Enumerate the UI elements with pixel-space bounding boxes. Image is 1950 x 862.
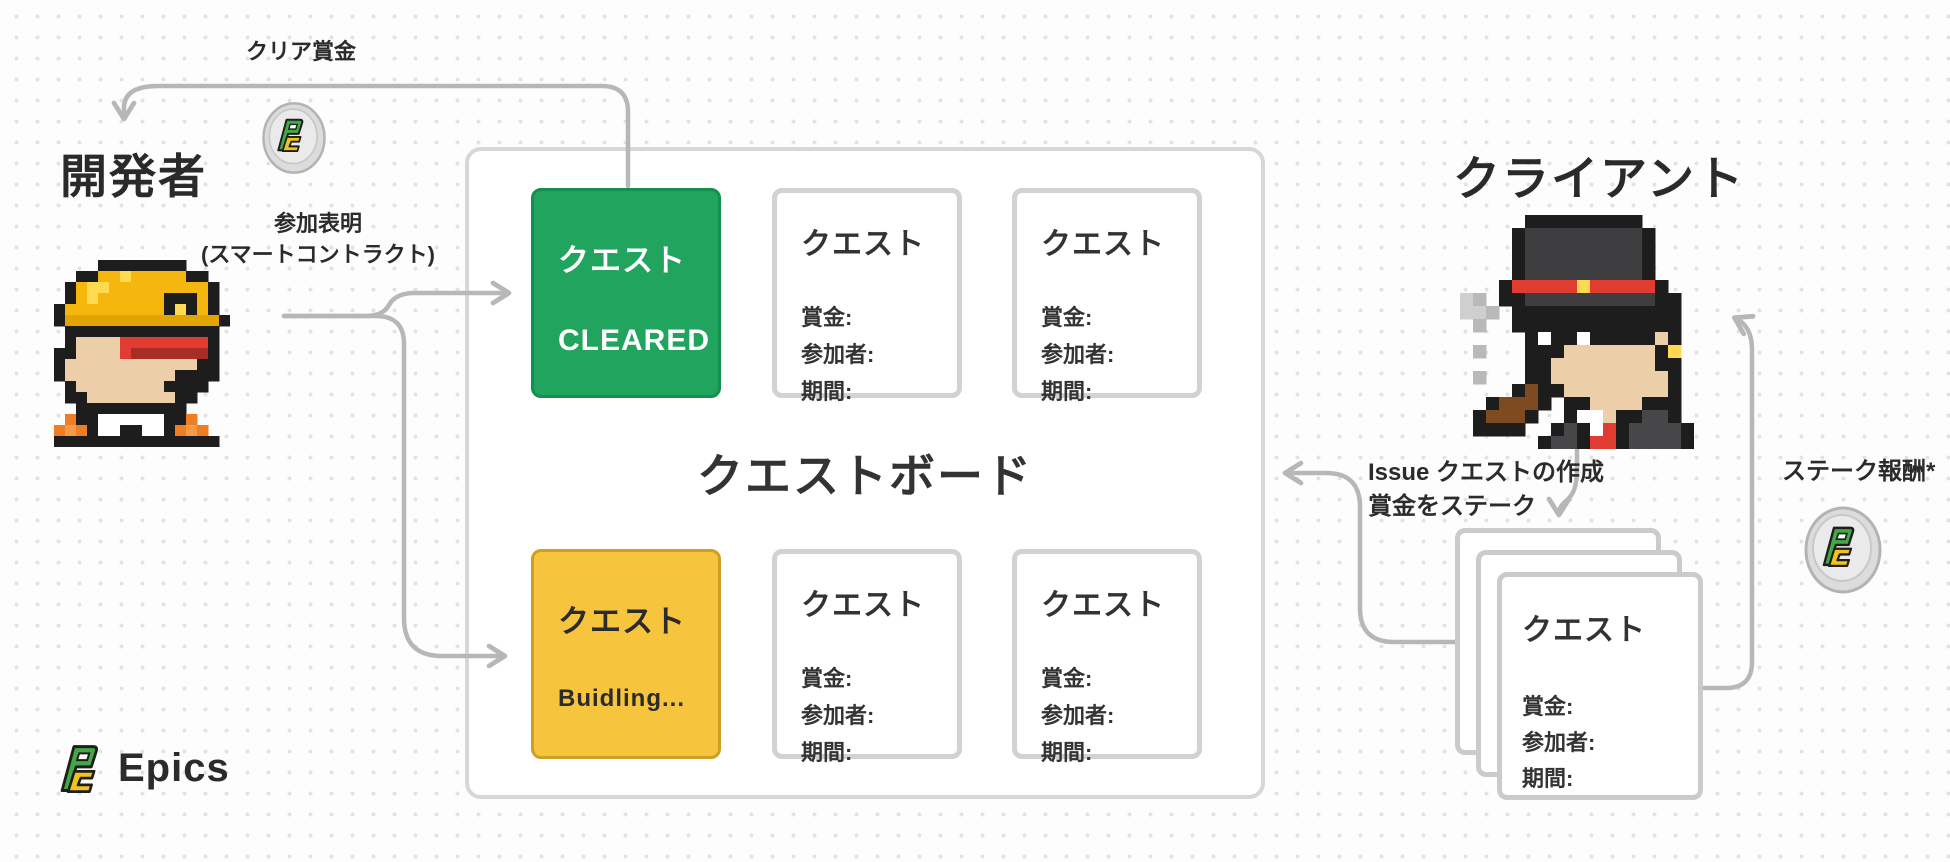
developer-heading: 開発者	[60, 150, 207, 203]
quest-card-status: Buidling...	[558, 685, 685, 712]
quest-card-title: クエスト	[558, 604, 686, 639]
field-period: 期間:	[801, 379, 853, 404]
participation-line2: (スマートコントラクト)	[201, 242, 435, 267]
epics-coin-icon	[1804, 506, 1882, 594]
participation-line1: 参加表明	[273, 211, 362, 236]
field-reward: 賞金:	[1522, 694, 1574, 719]
brand-logo: Epics	[56, 741, 230, 795]
quest-card-title: クエスト	[1041, 589, 1165, 622]
field-reward: 賞金:	[1041, 666, 1093, 691]
stacked-quest-card-front: クエスト 賞金: 参加者: 期間:	[1497, 572, 1703, 800]
quest-card-open: クエスト 賞金: 参加者: 期間:	[772, 188, 962, 404]
field-participants: 参加者:	[801, 342, 875, 367]
client-heading: クライアント	[1453, 152, 1746, 205]
epics-logo-icon	[60, 745, 99, 794]
quest-card-open: クエスト 賞金: 参加者: 期間:	[1012, 188, 1202, 404]
quest-card-cleared: クエスト CLEARED	[531, 188, 721, 398]
quest-board-title: クエストボード	[697, 450, 1033, 502]
issue-line2: 賞金をステーク	[1368, 493, 1536, 520]
participation-label: 参加表明 (スマートコントラクト)	[201, 208, 435, 270]
quest-card-fields: 賞金: 参加者: 期間:	[801, 660, 957, 771]
field-period: 期間:	[1041, 740, 1093, 765]
issue-label: Issue クエストの作成 賞金をステーク	[1368, 456, 1604, 524]
quest-card-status: CLEARED	[558, 324, 711, 357]
field-reward: 賞金:	[1041, 305, 1093, 330]
issue-line1: Issue クエストの作成	[1368, 459, 1605, 486]
field-period: 期間:	[1522, 766, 1574, 791]
quest-card-open: クエスト 賞金: 参加者: 期間:	[1012, 549, 1202, 765]
brand-name: Epics	[118, 745, 230, 790]
field-reward: 賞金:	[801, 305, 853, 330]
quest-card-fields: 賞金: 参加者: 期間:	[1041, 660, 1197, 771]
wire-stake-reward-up	[1701, 313, 1756, 691]
quest-card-title: クエスト	[1041, 228, 1165, 261]
quest-card-title: クエスト	[558, 243, 686, 278]
field-period: 期間:	[1041, 379, 1093, 404]
field-participants: 参加者:	[1041, 703, 1115, 728]
quest-card-title: クエスト	[801, 228, 925, 261]
epics-coin-icon	[262, 102, 326, 174]
quest-card-title: クエスト	[801, 589, 925, 622]
stake-reward-label: ステーク報酬*	[1782, 458, 1936, 485]
quest-card-title: クエスト	[1522, 614, 1646, 647]
field-participants: 参加者:	[801, 703, 875, 728]
quest-card-fields: 賞金: 参加者: 期間:	[1041, 299, 1197, 410]
field-participants: 参加者:	[1041, 342, 1115, 367]
quest-card-building: クエスト Buidling...	[531, 549, 721, 759]
client-avatar	[1460, 215, 1694, 449]
field-period: 期間:	[801, 740, 853, 765]
field-reward: 賞金:	[801, 666, 853, 691]
quest-card-fields: 賞金: 参加者: 期間:	[801, 299, 957, 410]
quest-card-fields: 賞金: 参加者: 期間:	[1522, 689, 1698, 797]
developer-avatar	[54, 260, 230, 447]
clear-reward-label: クリア賞金	[245, 39, 357, 64]
quest-card-open: クエスト 賞金: 参加者: 期間:	[772, 549, 962, 765]
field-participants: 参加者:	[1522, 730, 1596, 755]
